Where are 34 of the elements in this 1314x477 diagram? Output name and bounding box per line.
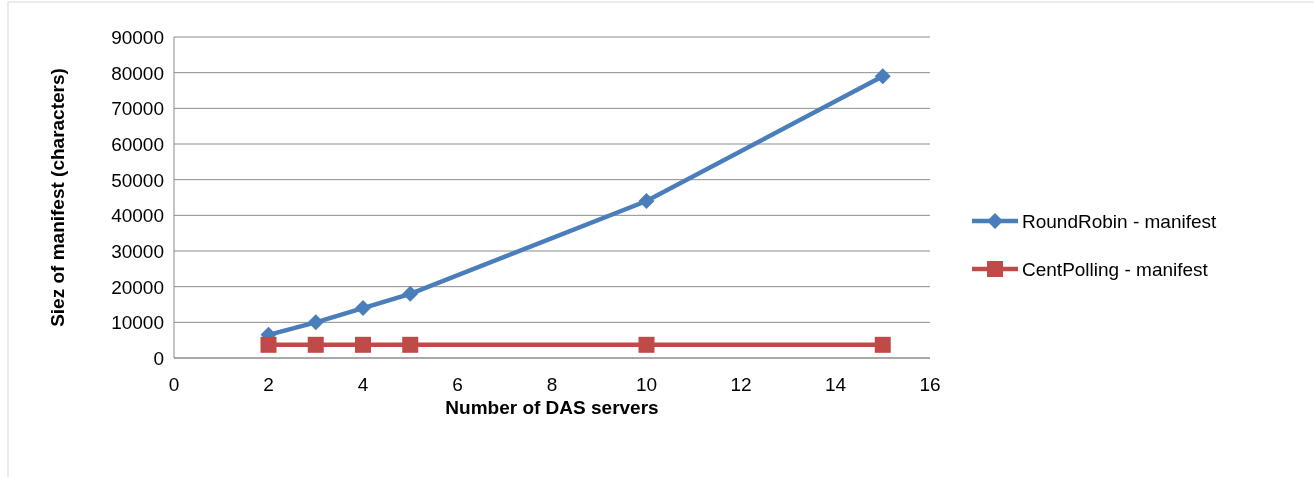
tick-label: 16 [919, 374, 941, 395]
tick-label: 40000 [111, 205, 164, 227]
tick-label: 70000 [111, 98, 164, 120]
tick-label: 10 [635, 374, 658, 395]
tick-label: 12 [730, 374, 752, 395]
point [638, 336, 655, 353]
tick-label: 0 [153, 348, 164, 369]
point [355, 300, 371, 317]
tick-label: 4 [357, 374, 369, 395]
tick-label: 14 [824, 374, 847, 395]
tick-label: 20000 [111, 276, 164, 298]
legend-label: RoundRobin - manifest [1022, 211, 1217, 232]
tick-label: 60000 [111, 134, 164, 155]
axis-title: Number of DAS servers [445, 397, 659, 418]
point [260, 336, 277, 353]
tick-label: 10000 [111, 312, 164, 334]
point [402, 336, 419, 353]
point [402, 285, 419, 302]
tick-label: 80000 [111, 62, 164, 84]
point [874, 68, 891, 85]
tick-label: 6 [452, 374, 463, 395]
point [307, 314, 324, 331]
point [874, 336, 891, 353]
point [638, 193, 655, 210]
point [355, 336, 371, 353]
point [307, 336, 324, 353]
tick-label: 2 [263, 374, 274, 395]
tick-label: 8 [546, 374, 558, 395]
tick-label: 0 [168, 374, 180, 395]
tick-label: 90000 [111, 27, 164, 48]
legend-label: CentPolling - manifest [1022, 259, 1208, 280]
axis-title: Siez of manifest (characters) [47, 68, 68, 327]
tick-label: 30000 [111, 241, 164, 262]
tick-label: 50000 [111, 169, 164, 191]
